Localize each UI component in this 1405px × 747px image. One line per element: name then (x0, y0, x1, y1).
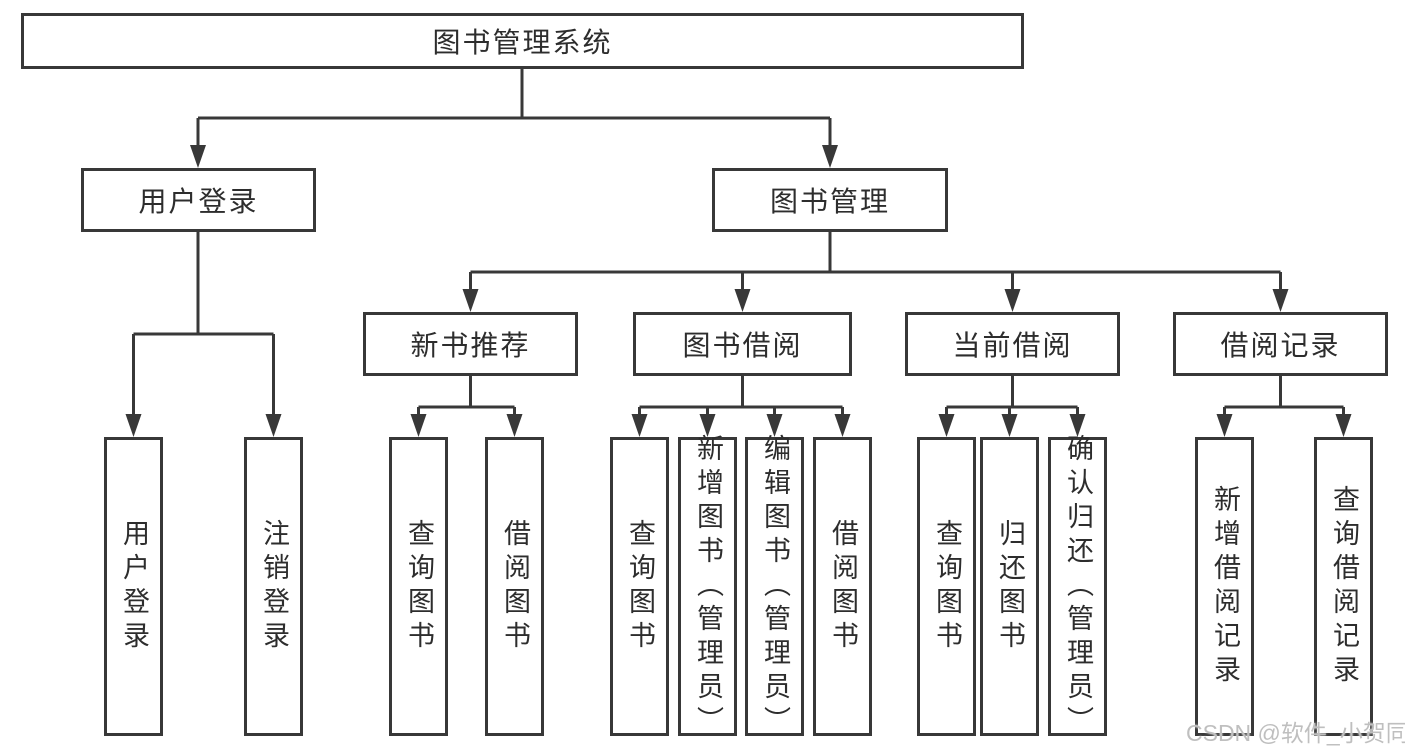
node-leaf-confirm-return-admin: 确认归还（管理员） (1048, 434, 1107, 740)
node-leaf-borrow-books: 借阅图书 (813, 437, 872, 736)
node-leaf-edit-books-admin: 编辑图书（管理员） (745, 434, 804, 740)
node-label: 图书借阅 (682, 330, 803, 361)
csdn-watermark: CSDN @软件_小贺同学 (1186, 720, 1405, 746)
node-label: 用户登录 (138, 186, 259, 217)
node-label: 新增借阅记录 (1210, 484, 1240, 689)
node-label: 借阅记录 (1220, 330, 1341, 361)
node-book-management-branch: 图书管理 (712, 168, 948, 232)
node-label: 确认归还（管理员） (1063, 433, 1093, 740)
node-leaf-borrow-books-rec: 借阅图书 (485, 437, 544, 736)
node-new-book-recommendation: 新书推荐 (363, 312, 578, 376)
node-label: 查询图书 (404, 518, 434, 655)
node-leaf-logout: 注销登录 (244, 437, 303, 736)
node-book-borrowing: 图书借阅 (633, 312, 852, 376)
node-label: 借阅图书 (500, 518, 530, 655)
node-label: 注销登录 (259, 518, 289, 655)
node-label: 图书管理 (769, 186, 890, 217)
node-leaf-add-books-admin: 新增图书（管理员） (678, 434, 737, 740)
node-label: 查询图书 (932, 518, 962, 655)
node-leaf-user-login: 用户登录 (104, 437, 163, 736)
node-user-login-branch: 用户登录 (81, 168, 316, 232)
node-label: 借阅图书 (828, 518, 858, 655)
node-label: 图书管理系统 (432, 27, 613, 58)
node-label: 新书推荐 (410, 330, 531, 361)
node-label: 用户登录 (119, 518, 149, 655)
node-current-borrowing: 当前借阅 (905, 312, 1120, 376)
node-library-management-system: 图书管理系统 (21, 13, 1024, 69)
node-label: 新增图书（管理员） (693, 433, 723, 740)
node-leaf-add-borrow-record: 新增借阅记录 (1195, 437, 1254, 736)
node-label: 查询图书 (625, 518, 655, 655)
node-leaf-query-books-borrow: 查询图书 (610, 437, 669, 736)
node-label: 编辑图书（管理员） (760, 433, 790, 740)
node-leaf-query-borrow-record: 查询借阅记录 (1314, 437, 1373, 736)
node-label: 归还图书 (995, 518, 1025, 655)
node-label: 查询借阅记录 (1329, 484, 1359, 689)
node-label: 当前借阅 (952, 330, 1073, 361)
node-leaf-query-books-rec: 查询图书 (389, 437, 448, 736)
node-leaf-return-books: 归还图书 (980, 437, 1039, 736)
node-leaf-query-books-current: 查询图书 (917, 437, 976, 736)
node-borrowing-records: 借阅记录 (1173, 312, 1388, 376)
